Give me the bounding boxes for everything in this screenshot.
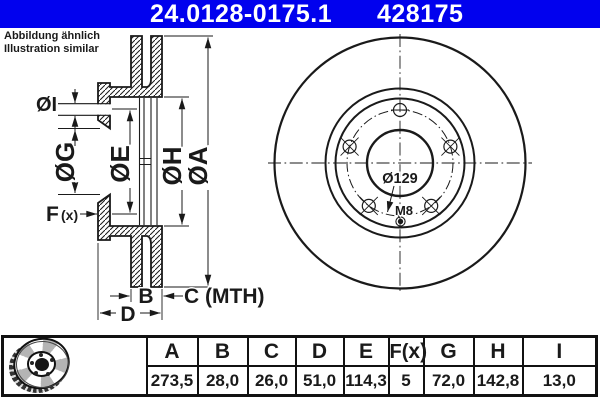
header-bar: 24.0128-0175.1 428175 [0,0,600,28]
similarity-note: Abbildung ähnlich Illustration similar [4,30,100,56]
thread-leader [397,215,401,219]
value-C: 26,0 [246,365,297,397]
value-G: 72,0 [422,365,475,397]
label-b: B [138,285,153,308]
label-dia-h: ØH [157,147,187,186]
dimension-table: A B C D E F(x) G H I 273,5 28,0 26,0 51,… [1,330,598,397]
label-f-suffix: (x) [61,207,78,223]
header-Fx: F(x) [387,335,427,367]
disc-thumbnail-cell [1,330,148,397]
dimension-lines [71,37,212,317]
header-D: D [294,335,345,367]
header-E: E [342,335,390,367]
value-Fx: 5 [387,365,425,397]
front-view: Ø129 M8 [268,34,532,292]
header-C: C [246,335,297,367]
bolt-circle-leader [386,185,395,213]
label-dia-a: ØA [183,146,213,185]
label-bolt-circle-dia: Ø129 [382,171,417,187]
section-top-half [97,35,163,131]
extension-lines [58,35,213,320]
value-D: 51,0 [294,365,345,397]
bolt-holes [340,102,460,216]
disc-thumbnail-center-hole [35,358,49,371]
label-dia-i: ØI [36,94,57,116]
label-dia-g: ØG [50,142,80,182]
disc-thumbnail-bolt-hole [50,358,54,362]
value-B: 28,0 [196,365,249,397]
disc-thumbnail-rim-line [16,341,69,388]
disc-thumbnail-bolt-hole [30,361,34,365]
bolt-hole-slot [96,104,112,115]
friction-inner-circle [334,97,466,229]
part-number: 24.0128-0175.1 [150,0,333,28]
header-A: A [145,335,199,367]
value-H: 142,8 [472,365,524,397]
label-thread: M8 [395,203,413,218]
label-c-mth: C (MTH) [184,285,264,308]
value-I: 13,0 [521,365,598,397]
outer-diameter-circle [273,36,527,290]
header-I: I [521,335,598,367]
label-d: D [120,303,135,326]
hat-flange-circle [324,87,476,239]
catalog-number: 428175 [377,0,464,28]
projected-vent-edges [138,98,158,225]
set-screw-hole [395,216,406,227]
label-dia-e: ØE [105,145,135,183]
disc-thumbnail [6,330,77,397]
disc-thumbnail-bolt-hole [46,372,50,376]
section-bottom-half [97,192,163,288]
disc-thumbnail-bolt-hole [34,371,38,375]
disc-thumbnail-bolt-hole [39,352,43,357]
label-f: F [46,203,59,226]
section-view: ØI ØG ØE ØH ØA F (x) B C (MTH) D [35,35,266,328]
centerlines [268,34,532,292]
header-G: G [422,335,475,367]
table-value-row: 273,5 28,0 26,0 51,0 114,3 5 72,0 142,8 … [3,365,598,397]
header-B: B [196,335,249,367]
table-header-row: A B C D E F(x) G H I [1,330,598,397]
center-hole-circle [365,128,435,198]
similarity-note-de: Abbildung ähnlich [4,30,100,42]
similarity-note-en: Illustration similar [4,43,99,55]
header-H: H [472,335,524,367]
value-A: 273,5 [145,365,199,397]
value-E: 114,3 [342,365,390,397]
